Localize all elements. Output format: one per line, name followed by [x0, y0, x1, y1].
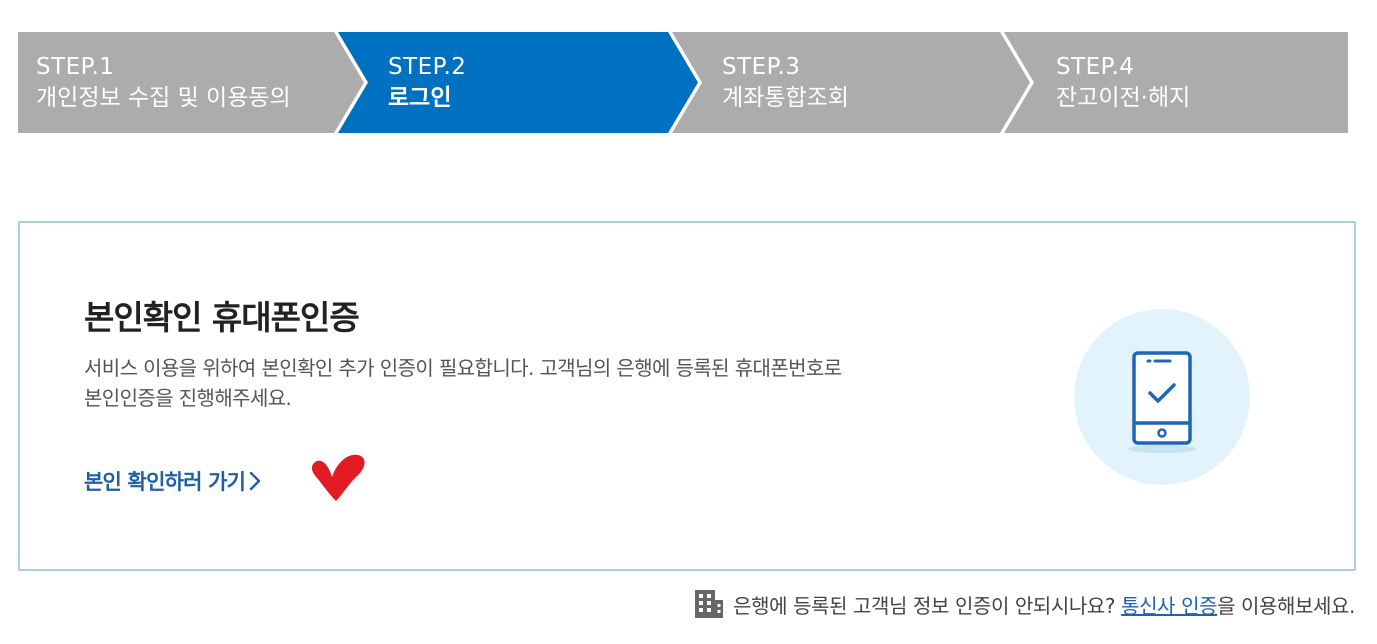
telecom-auth-note-suffix: 을 이용해보세요. — [1217, 593, 1355, 618]
step-3-number: STEP.3 — [722, 54, 801, 80]
step-2: STEP.2 로그인 — [388, 52, 466, 114]
verify-identity-link[interactable]: 본인 확인하러 가기 — [84, 466, 263, 496]
step-progress-bar: STEP.1 개인정보 수집 및 이용동의 STEP.2 로그인 STEP.3 … — [18, 32, 1348, 133]
card-description-line-2: 본인인증을 진행해주세요. — [84, 386, 292, 410]
verify-identity-link-label: 본인 확인하러 가기 — [84, 470, 246, 494]
step-3-name: 계좌통합조회 — [722, 85, 849, 111]
step-3: STEP.3 계좌통합조회 — [722, 52, 849, 114]
card-description-line-1: 서비스 이용을 위하여 본인확인 추가 인증이 필요합니다. 고객님의 은행에 … — [84, 356, 842, 380]
card-description: 서비스 이용을 위하여 본인확인 추가 인증이 필요합니다. 고객님의 은행에 … — [84, 353, 1014, 413]
step-3-shape — [672, 32, 1030, 133]
step-2-name: 로그인 — [388, 85, 452, 111]
phone-check-icon — [1074, 309, 1250, 485]
step-1-number: STEP.1 — [36, 54, 115, 80]
step-1-shape — [18, 32, 364, 133]
step-4-name: 잔고이전·해지 — [1056, 85, 1191, 111]
step-4: STEP.4 잔고이전·해지 — [1056, 52, 1190, 114]
telecom-auth-note-prefix: 은행에 등록된 고객님 정보 인증이 안되시나요? — [733, 593, 1116, 618]
step-2-number: STEP.2 — [388, 54, 467, 80]
step-1: STEP.1 개인정보 수집 및 이용동의 — [36, 52, 291, 114]
step-4-shape — [1004, 32, 1348, 133]
telecom-auth-link[interactable]: 통신사 인증 — [1121, 593, 1218, 618]
step-4-number: STEP.4 — [1056, 54, 1135, 80]
step-arrows — [18, 32, 1348, 133]
building-icon — [695, 590, 724, 618]
step-1-name: 개인정보 수집 및 이용동의 — [36, 85, 291, 111]
step-2-shape — [338, 32, 698, 133]
chevron-right-icon — [249, 471, 261, 491]
red-heart-mark-icon — [311, 454, 365, 501]
telecom-auth-note: 은행에 등록된 고객님 정보 인증이 안되시나요? 통신사 인증 을 이용해보세… — [693, 588, 1355, 620]
phone-verification-card: 본인확인 휴대폰인증 서비스 이용을 위하여 본인확인 추가 인증이 필요합니다… — [18, 221, 1356, 571]
card-title: 본인확인 휴대폰인증 — [84, 298, 360, 337]
